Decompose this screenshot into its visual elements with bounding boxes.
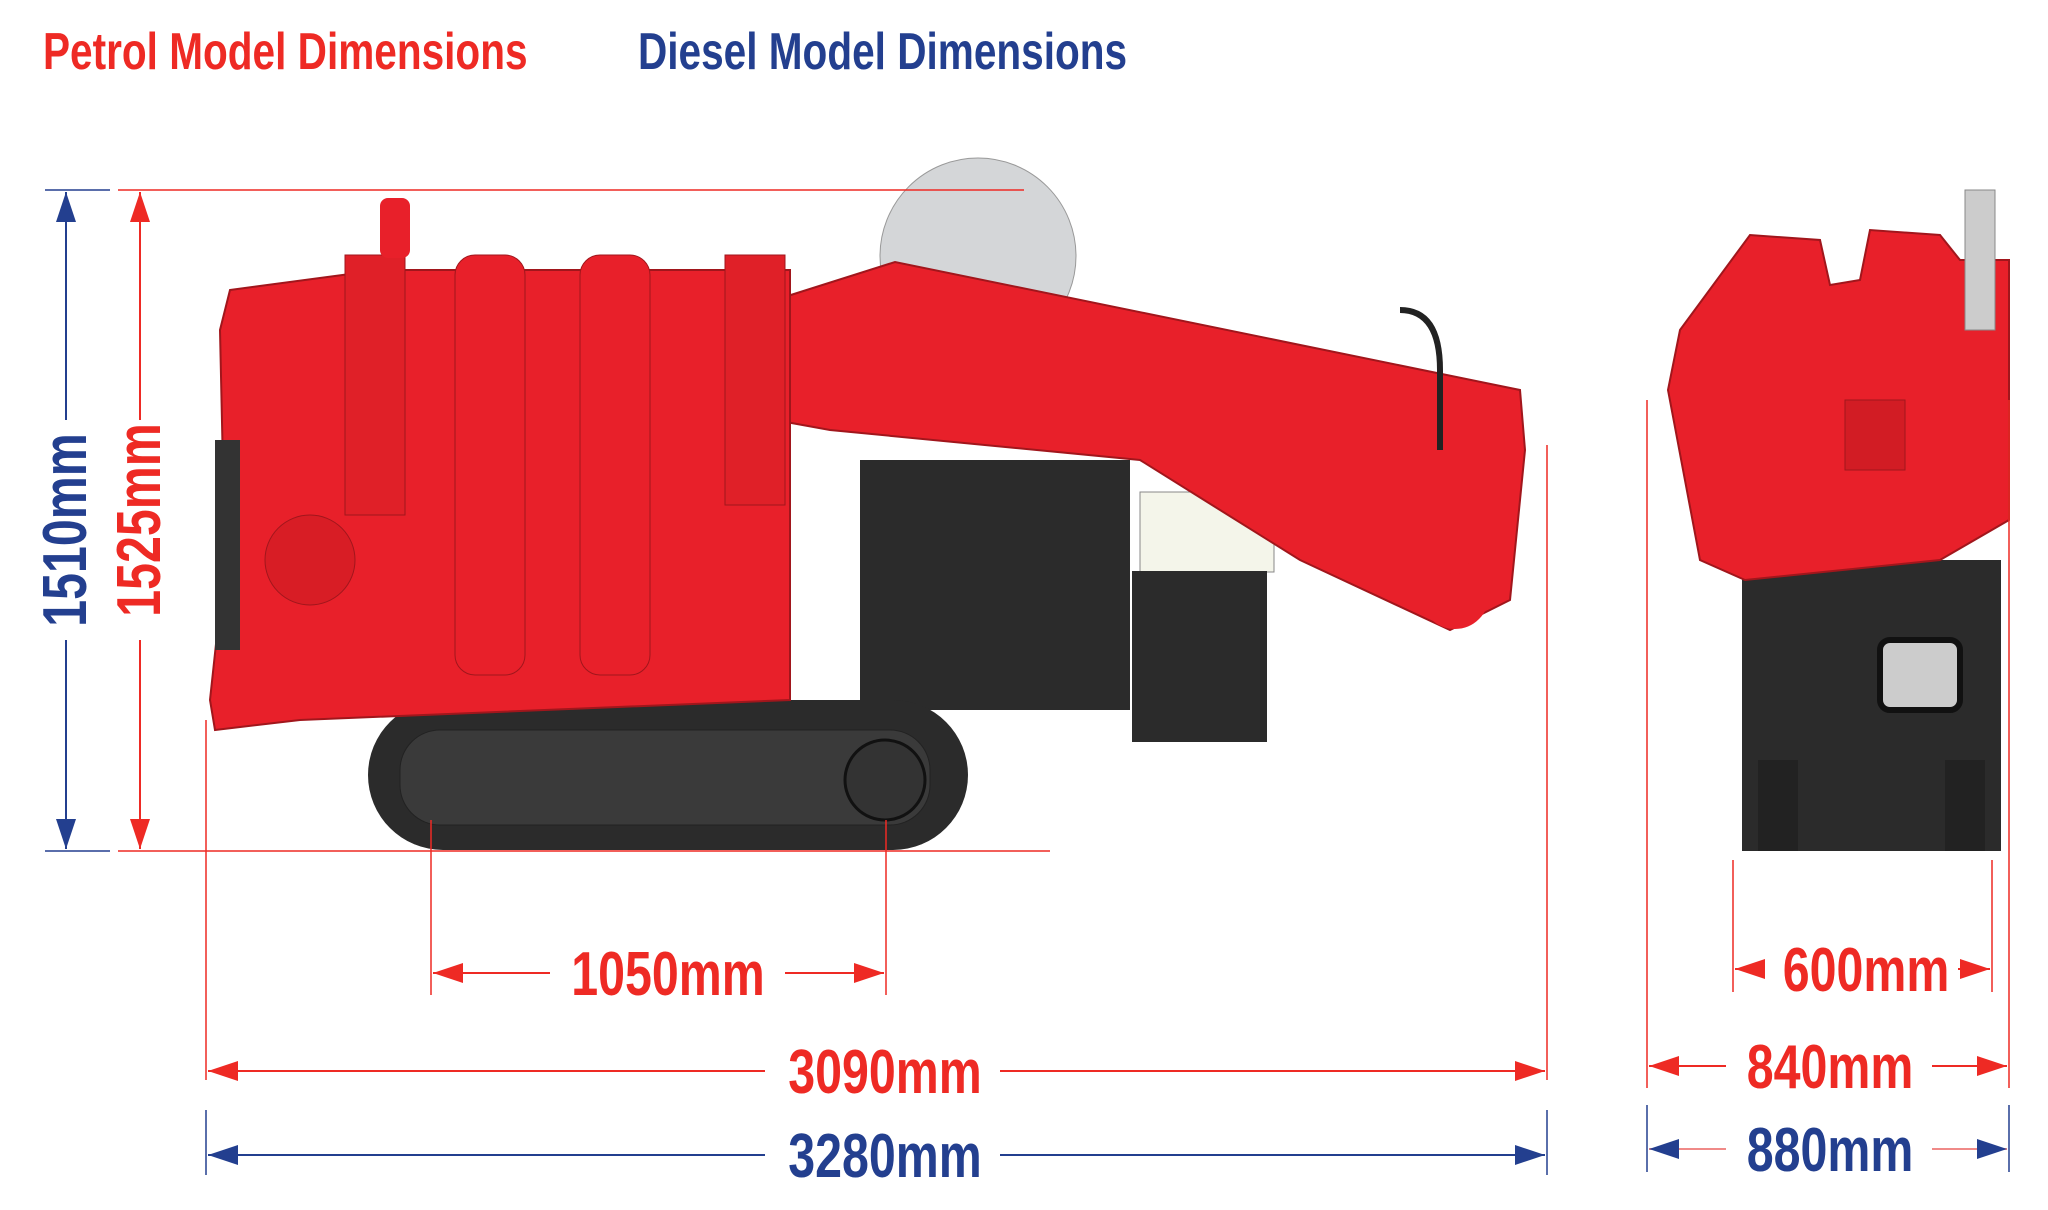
diesel-length-dimension: 3280mm bbox=[208, 1121, 1545, 1190]
diesel-width-label: 880mm bbox=[1747, 1115, 1914, 1184]
front-panel bbox=[1844, 399, 1906, 471]
front-upper-body bbox=[1666, 228, 2010, 582]
right-track bbox=[1945, 760, 1985, 851]
work-light bbox=[1877, 637, 1963, 713]
lifting-eye bbox=[380, 198, 410, 258]
petrol-height-dimension: 1525mm bbox=[104, 192, 173, 849]
petrol-width-dimension: 840mm bbox=[1649, 1032, 2007, 1101]
post-1 bbox=[344, 254, 406, 516]
petrol-width-label: 840mm bbox=[1747, 1032, 1914, 1101]
diesel-height-dimension: 1510mm bbox=[30, 192, 99, 849]
outrigger-box bbox=[1132, 571, 1267, 742]
post-2 bbox=[724, 254, 786, 506]
track-length-dimension: 1050mm bbox=[433, 939, 884, 1008]
hook bbox=[1421, 561, 1489, 629]
control-lever bbox=[215, 440, 240, 650]
petrol-length-label: 3090mm bbox=[788, 1037, 982, 1106]
diesel-model-title: Diesel Model Dimensions bbox=[638, 23, 1128, 81]
left-track bbox=[1758, 760, 1798, 851]
crane-boom bbox=[774, 260, 1527, 632]
front-winch-drum bbox=[1964, 189, 1996, 331]
track-frame bbox=[399, 729, 931, 826]
track-length-label: 1050mm bbox=[571, 939, 765, 1008]
engine-housing bbox=[860, 460, 1130, 710]
diesel-height-label: 1510mm bbox=[30, 433, 99, 627]
outrigger-leg-2 bbox=[579, 254, 651, 676]
track-width-dimension: 600mm bbox=[1735, 935, 1990, 1004]
track-width-label: 600mm bbox=[1783, 935, 1950, 1004]
winch-motor bbox=[264, 514, 356, 606]
crane-front-view bbox=[1666, 189, 2010, 851]
hydraulic-hose bbox=[1399, 307, 1443, 450]
petrol-length-dimension: 3090mm bbox=[208, 1037, 1545, 1106]
outrigger-leg-1 bbox=[454, 254, 526, 676]
petrol-height-label: 1525mm bbox=[104, 423, 173, 617]
crane-side-view bbox=[208, 157, 1527, 850]
diesel-width-dimension: 880mm bbox=[1649, 1115, 2007, 1184]
reference-lines bbox=[45, 189, 2010, 1175]
petrol-model-title: Petrol Model Dimensions bbox=[43, 23, 528, 81]
diesel-length-label: 3280mm bbox=[788, 1121, 982, 1190]
drive-sprocket bbox=[843, 738, 927, 822]
